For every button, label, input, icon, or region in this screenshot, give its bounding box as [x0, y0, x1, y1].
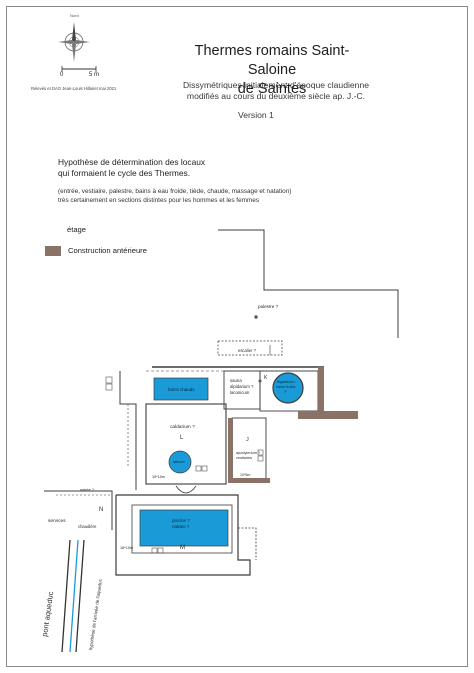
legend-swatch-anterior [45, 246, 61, 256]
aqueduct [61, 539, 85, 653]
frigidarium-line-3: F [284, 390, 287, 394]
entree-label: entrée ? [80, 488, 94, 492]
piscine-line-1: piscine ? [172, 518, 190, 523]
note-line-1: (entrée, vestiaire, palestre, bains à ea… [58, 188, 292, 195]
piscine-inner-wall [131, 504, 233, 554]
marker-m-2 [157, 547, 164, 554]
escalier-label: escalier ? [238, 348, 256, 353]
version-label: Version 1 [238, 110, 274, 120]
apodyterium-line-1: apodyterium ? [236, 451, 261, 455]
legend-etage: étage [67, 225, 87, 234]
hypothesis-line-2: qui formaient le cycle des Thermes. [58, 168, 191, 178]
frigidarium-line-1: frigidarium [276, 380, 295, 384]
sauna-line-2: alpidarium ? [230, 384, 254, 389]
bains-chauds-label: bains chauds [168, 387, 195, 392]
legend-construction-label: Construction antérieure [68, 246, 147, 255]
chaudiere-label: chaudière [78, 524, 97, 529]
piscine-label: piscine ? natatio ? [172, 518, 190, 530]
apodyterium-wall [231, 417, 267, 481]
hypothesis-text: Hypothèse de détermination des locaux qu… [58, 157, 205, 179]
palestre-dot [254, 315, 258, 319]
marker-l-2 [201, 465, 208, 472]
apodyterium-label: apodyterium ? vestiaires [236, 451, 260, 461]
marker-m-1 [151, 547, 158, 554]
dim-m-label: 18*10m [120, 546, 134, 550]
anterior-wall-right [298, 411, 358, 419]
j-letter: J [246, 437, 249, 443]
palestre-label: palestre ? [258, 304, 279, 309]
caldarium-wall [145, 403, 227, 485]
scale-bar [61, 66, 97, 72]
north-label: Nord [70, 13, 79, 18]
aqueduct-line-1 [61, 539, 71, 653]
aqueduct-line-3 [75, 539, 85, 653]
frigidarium-basin [272, 372, 304, 404]
labrum-label: labrum [173, 460, 185, 464]
left-wing-wall [119, 371, 137, 490]
subtitle-line-1: Dissymétriques initialement d'époque cla… [182, 80, 370, 90]
sauna-line-1: sauna [230, 378, 242, 383]
scale-start-label: 0 [60, 72, 64, 78]
marker-j-1 [257, 449, 264, 456]
services-label: services [48, 519, 66, 524]
apse-outline [175, 485, 197, 494]
aqueduct-line-2 [69, 539, 79, 653]
piscine-outer-wall [115, 494, 251, 576]
plan-title: Thermes romains Saint-Saloine de Saintes [172, 42, 372, 99]
subtitle-line-2: modifiés au cours du deuxième siècle ap.… [186, 91, 366, 101]
bains-chauds-basin [153, 377, 209, 401]
anterior-wall-j-bottom [228, 478, 270, 483]
sauna-dot [258, 379, 262, 383]
services-wall [44, 490, 113, 530]
frigidarium-label: frigidarium bains froids F [276, 380, 295, 395]
credit-label: Relevés et DAO Jean-Louis Hillairet mai … [31, 86, 117, 91]
escalier-area [217, 340, 283, 356]
sauna-label: sauna alpidarium ? laconicum [230, 378, 253, 396]
anterior-wall-top [318, 367, 324, 411]
plan-subtitle: Dissymétriques initialement d'époque cla… [176, 80, 376, 102]
k-letter: K [264, 375, 268, 381]
marker-left-top [105, 376, 113, 384]
dim-l-label: 15*10m [152, 475, 166, 479]
hypothesis-line-1: Hypothèse de détermination des locaux [58, 157, 206, 167]
labrum-basin [168, 450, 192, 474]
piscine-basin [139, 509, 229, 547]
right-lower-wall [238, 527, 257, 560]
piscine-line-2: natatio ? [172, 524, 190, 529]
n-letter: N [99, 507, 104, 513]
marker-left-2 [105, 383, 113, 391]
sauna-line-3: laconicum [230, 390, 250, 395]
compass-rose-icon [58, 22, 90, 62]
anterior-wall-j-left [228, 418, 233, 482]
marker-j-2 [257, 455, 264, 462]
palestre-wall [218, 229, 399, 338]
title-line-2: de Saintes [237, 81, 307, 97]
rooms-note: (entrée, vestiaire, palestre, bains à ea… [58, 187, 291, 205]
marker-l-1 [195, 465, 202, 472]
scale-end-label: 5 m [89, 72, 100, 78]
caldarium-label: caldarium ? [170, 425, 195, 430]
m-letter: M [180, 545, 185, 551]
frigidarium-line-2: bains froids [276, 385, 296, 389]
dim-j-label: 10*5m [240, 473, 251, 477]
l-letter: L [180, 435, 184, 441]
apodyterium-line-2: vestiaires [236, 456, 253, 460]
note-line-2: très certainement en sections distintes … [58, 197, 260, 204]
title-line-1: Thermes romains Saint-Saloine [194, 43, 350, 78]
